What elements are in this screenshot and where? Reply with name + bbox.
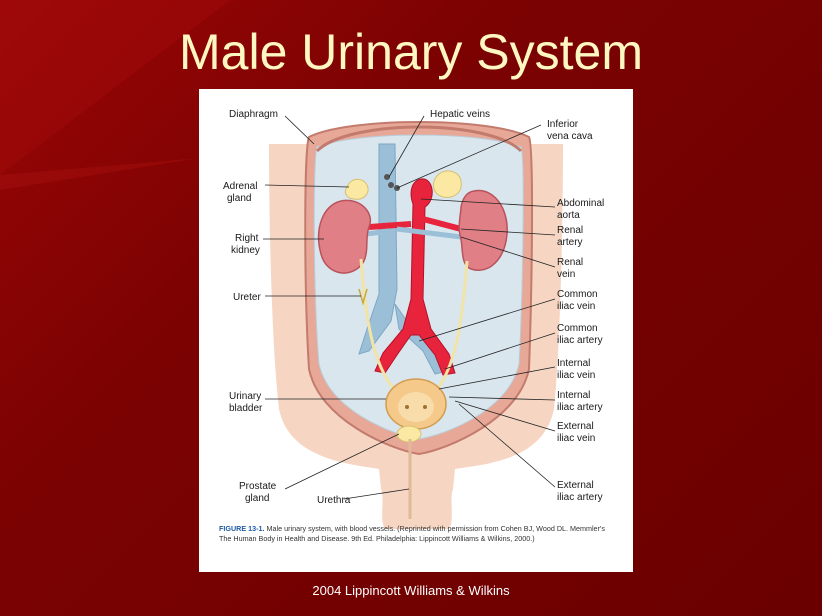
renal-vein-right: [366, 228, 390, 237]
leader-lines: [263, 115, 556, 500]
label-abdominal-aorta-line1: Abdominal: [557, 198, 604, 209]
figure-caption: FIGURE 13-1. Male urinary system, with b…: [219, 524, 619, 544]
label-renal-artery-line2: artery: [557, 237, 583, 248]
label-renal-vein-line2: vein: [557, 269, 575, 280]
label-internal-iliac-vein-line2: iliac vein: [557, 370, 595, 381]
label-external-iliac-vein-line2: iliac vein: [557, 433, 595, 444]
label-diaphragm: Diaphragm: [229, 109, 278, 120]
label-renal-artery-line1: Renal: [557, 225, 583, 236]
label-common-iliac-vein-line2: iliac vein: [557, 301, 595, 312]
label-external-iliac-artery-line2: iliac artery: [557, 492, 603, 503]
right-adrenal-gland: [344, 178, 369, 200]
label-hepatic-veins: Hepatic veins: [430, 109, 490, 120]
label-abdominal-aorta-line2: aorta: [557, 210, 580, 221]
label-urinary-bladder-line1: Urinary: [229, 391, 261, 402]
abdominal-aorta: [374, 178, 456, 376]
anatomy-figure: Diaphragm Hepatic veins Inferior vena ca…: [199, 89, 633, 572]
left-ureter: [431, 260, 469, 396]
right-kidney: [317, 199, 372, 274]
label-common-iliac-artery-line2: iliac artery: [557, 335, 603, 346]
label-urethra: Urethra: [317, 495, 351, 506]
label-internal-iliac-artery-line2: iliac artery: [557, 402, 603, 413]
slide-title: Male Urinary System: [179, 24, 643, 80]
label-adrenal-line1: Adrenal: [223, 181, 257, 192]
label-internal-iliac-artery-line1: Internal: [557, 390, 590, 401]
label-adrenal-line2: gland: [227, 193, 251, 204]
label-internal-iliac-vein-line1: Internal: [557, 358, 590, 369]
label-ivc-line1: Inferior: [547, 119, 579, 130]
label-external-iliac-artery-line1: External: [557, 480, 594, 491]
label-common-iliac-vein-line1: Common: [557, 289, 598, 300]
label-right-kidney-line1: Right: [235, 233, 259, 244]
label-ivc-line2: vena cava: [547, 131, 593, 142]
label-external-iliac-vein-line1: External: [557, 421, 594, 432]
label-prostate-line1: Prostate: [239, 481, 277, 492]
right-ureter: [359, 258, 401, 396]
figure-caption-text: Male urinary system, with blood vessels.…: [219, 524, 605, 543]
diaphragm-dome: [315, 125, 523, 153]
figure-number: FIGURE 13-1.: [219, 524, 265, 533]
label-common-iliac-artery-line1: Common: [557, 323, 598, 334]
label-renal-vein-line1: Renal: [557, 257, 583, 268]
left-adrenal-gland: [432, 170, 462, 198]
label-urinary-bladder-line2: bladder: [229, 403, 263, 414]
ureter-arrow: [358, 288, 368, 306]
renal-artery-left: [422, 216, 462, 232]
inferior-vena-cava: [358, 143, 398, 355]
renal-vein-left: [396, 226, 462, 240]
label-ureter: Ureter: [233, 292, 261, 303]
slide-footer: 2004 Lippincott Williams & Wilkins: [312, 583, 510, 598]
urinary-system-illustration: Diaphragm Hepatic veins Inferior vena ca…: [223, 109, 604, 529]
label-prostate-line2: gland: [245, 493, 269, 504]
renal-artery-right: [368, 221, 412, 230]
label-right-kidney-line2: kidney: [231, 245, 260, 256]
